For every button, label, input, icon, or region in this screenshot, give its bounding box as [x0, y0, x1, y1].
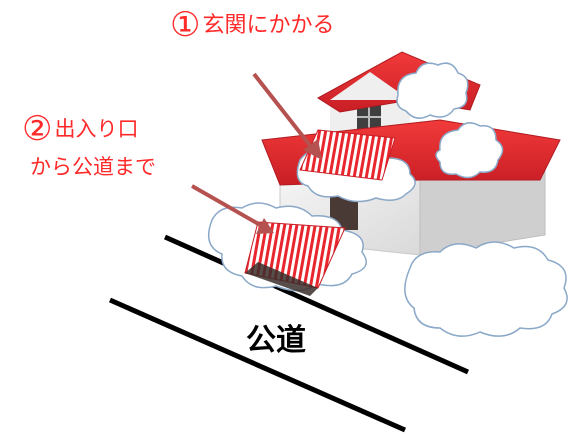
- snow-clouds: [207, 62, 568, 337]
- road-label: 公道: [246, 323, 306, 358]
- genkan-number: ①: [170, 5, 201, 45]
- entrance-number: ②: [22, 109, 53, 149]
- entrance-text-line1: 出入り口: [54, 117, 139, 141]
- road-edge-upper: [163, 234, 470, 375]
- entrance-label: ②出入り口: [22, 112, 138, 146]
- genkan-text: 玄関にかかる: [202, 13, 335, 38]
- genkan-area: [299, 129, 396, 181]
- arrow-genkan: [252, 72, 322, 160]
- genkan-label: ①玄関にかかる: [170, 8, 335, 42]
- arrow-entrance: [191, 184, 274, 234]
- entrance-text-line2: から公道まで: [30, 155, 156, 179]
- road-edge-lower: [108, 297, 407, 433]
